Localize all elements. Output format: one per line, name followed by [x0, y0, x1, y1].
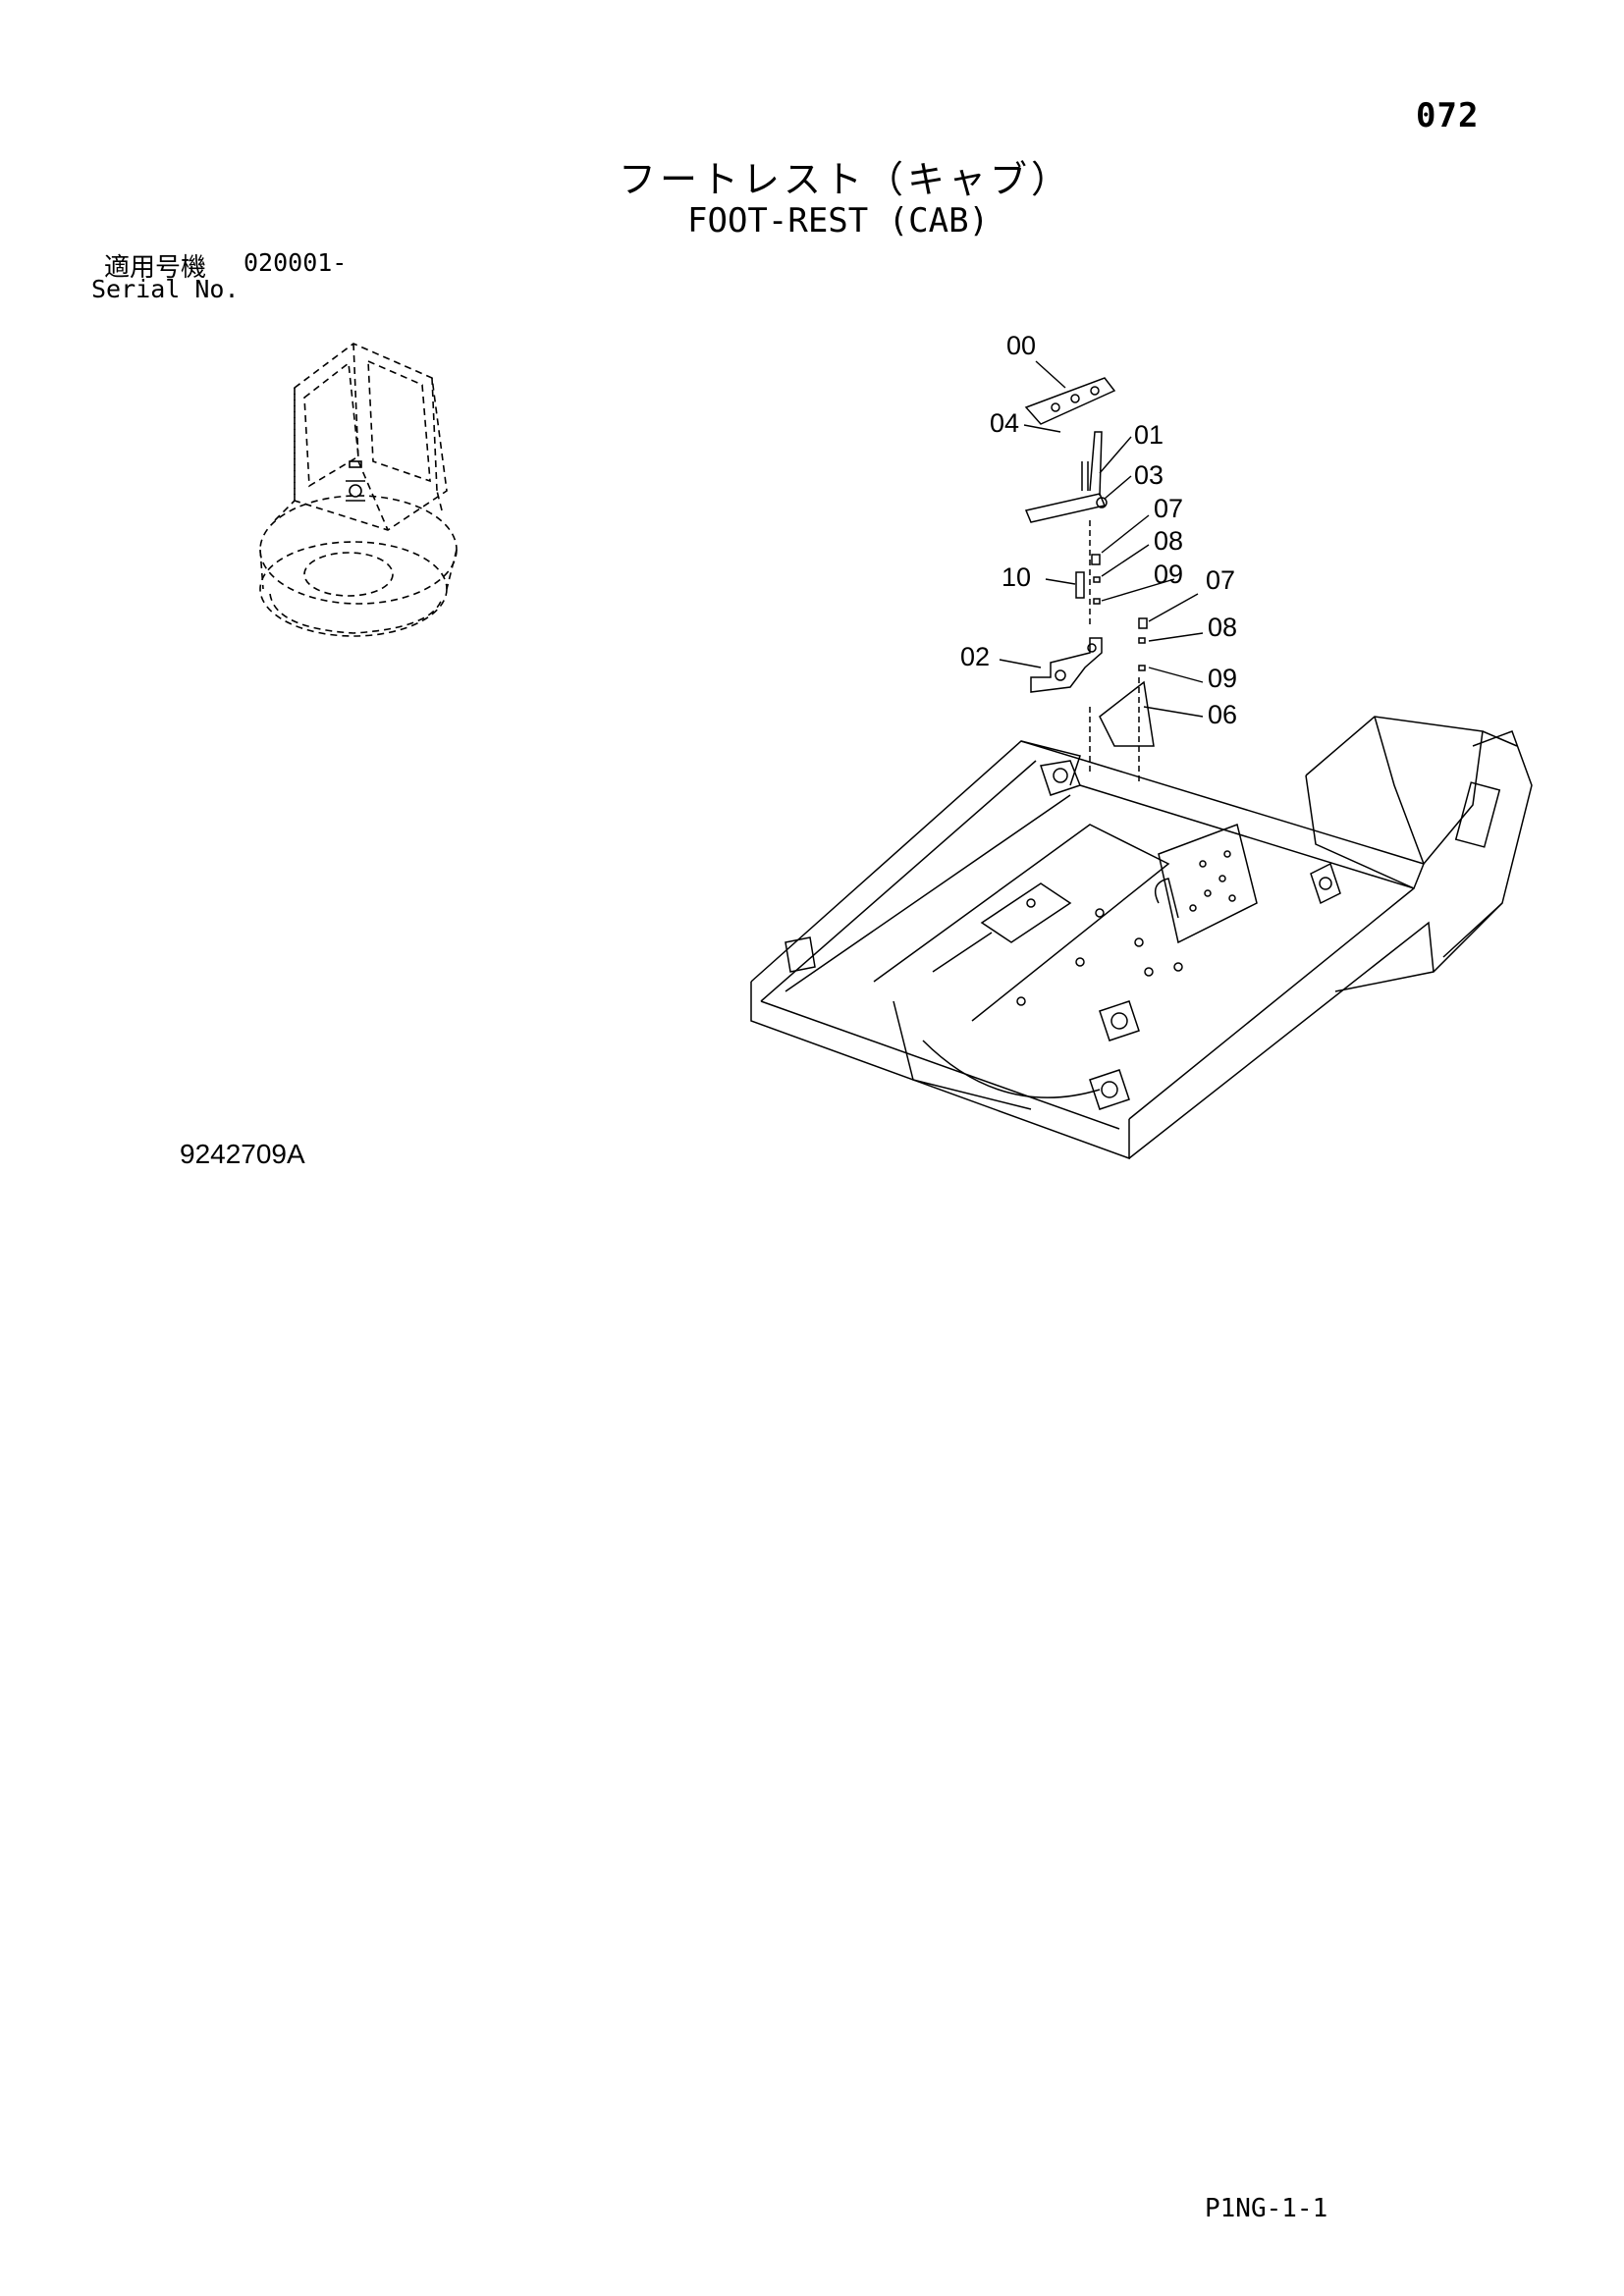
callout-07-lower: 07 [1206, 565, 1235, 595]
title-english: FOOT-REST (CAB) [687, 201, 990, 240]
callout-04: 04 [990, 408, 1019, 438]
drawing-number: 9242709A [180, 1139, 305, 1169]
callout-10: 10 [1001, 562, 1031, 592]
callout-09-lower: 09 [1208, 664, 1237, 693]
callout-08: 08 [1154, 526, 1183, 556]
serial-label-english: Serial No. [91, 275, 240, 303]
page-code: P1NG-1-1 [1205, 2194, 1328, 2223]
callout-06: 06 [1208, 700, 1237, 729]
callout-00: 00 [1006, 331, 1036, 360]
callout-07: 07 [1154, 494, 1183, 523]
serial-label-japanese: 適用号機 [104, 253, 207, 283]
callout-01: 01 [1134, 420, 1164, 450]
callout-03: 03 [1134, 460, 1164, 490]
page-number: 072 [1416, 96, 1480, 135]
callout-08-lower: 08 [1208, 613, 1237, 642]
title-japanese: フートレスト（キャブ） [619, 158, 1073, 201]
callout-09: 09 [1154, 560, 1183, 589]
callout-02: 02 [960, 642, 990, 671]
serial-range: 020001- [244, 248, 348, 277]
